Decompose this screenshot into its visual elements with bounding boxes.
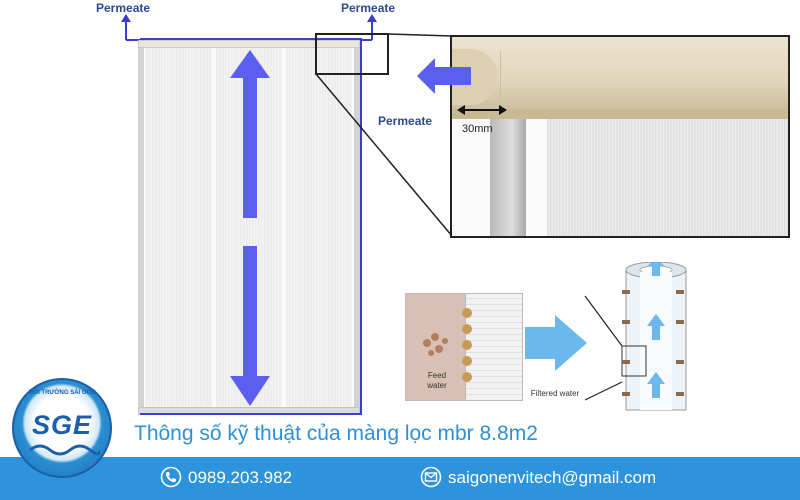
header-lip [452, 109, 788, 119]
dimension-arrow [457, 105, 507, 115]
vertical-flow-arrows [230, 50, 270, 406]
hollow-fiber-tube [621, 262, 687, 411]
permeate-label-inset: Permeate [378, 114, 433, 128]
support-post [490, 119, 526, 236]
permeate-label-right: Permeate [341, 1, 396, 15]
particles [423, 308, 587, 382]
wave-icon [29, 444, 100, 456]
logo-text: SGE [31, 410, 93, 440]
feed-water-label: Feed water [427, 371, 447, 390]
fiber-detail [547, 119, 788, 236]
filtration-diagram: Feed water Filtered water [405, 293, 591, 401]
phone-number[interactable]: 0989.203.982 [188, 468, 292, 487]
email-icon [420, 466, 442, 488]
fiber-bundle [286, 48, 352, 407]
permeate-label-left: Permeate [96, 1, 151, 15]
sge-logo: MÔI TRƯỜNG SÀI GÒN SGE [12, 378, 112, 478]
module-top-header [138, 40, 360, 48]
membrane-layer [465, 293, 523, 401]
fiber-bundle [146, 48, 212, 407]
dimension-label: 30mm [462, 123, 493, 135]
filtered-water-label: Filtered water [530, 389, 580, 398]
zoom-inset [450, 35, 790, 238]
module-outline [140, 38, 362, 415]
permeate-out-arrow [417, 58, 471, 94]
module-right-post [354, 48, 360, 407]
header-bar [452, 37, 788, 109]
footer-bar [0, 457, 800, 500]
caption: Thông số kỹ thuật của màng lọc mbr 8.8m2 [134, 422, 538, 445]
email-address[interactable]: saigonenvitech@gmail.com [448, 468, 657, 487]
header-joint [500, 51, 532, 101]
phone-icon [160, 466, 182, 488]
logo-tagline: MÔI TRƯỜNG SÀI GÒN [28, 390, 96, 396]
module-left-post [138, 48, 144, 407]
